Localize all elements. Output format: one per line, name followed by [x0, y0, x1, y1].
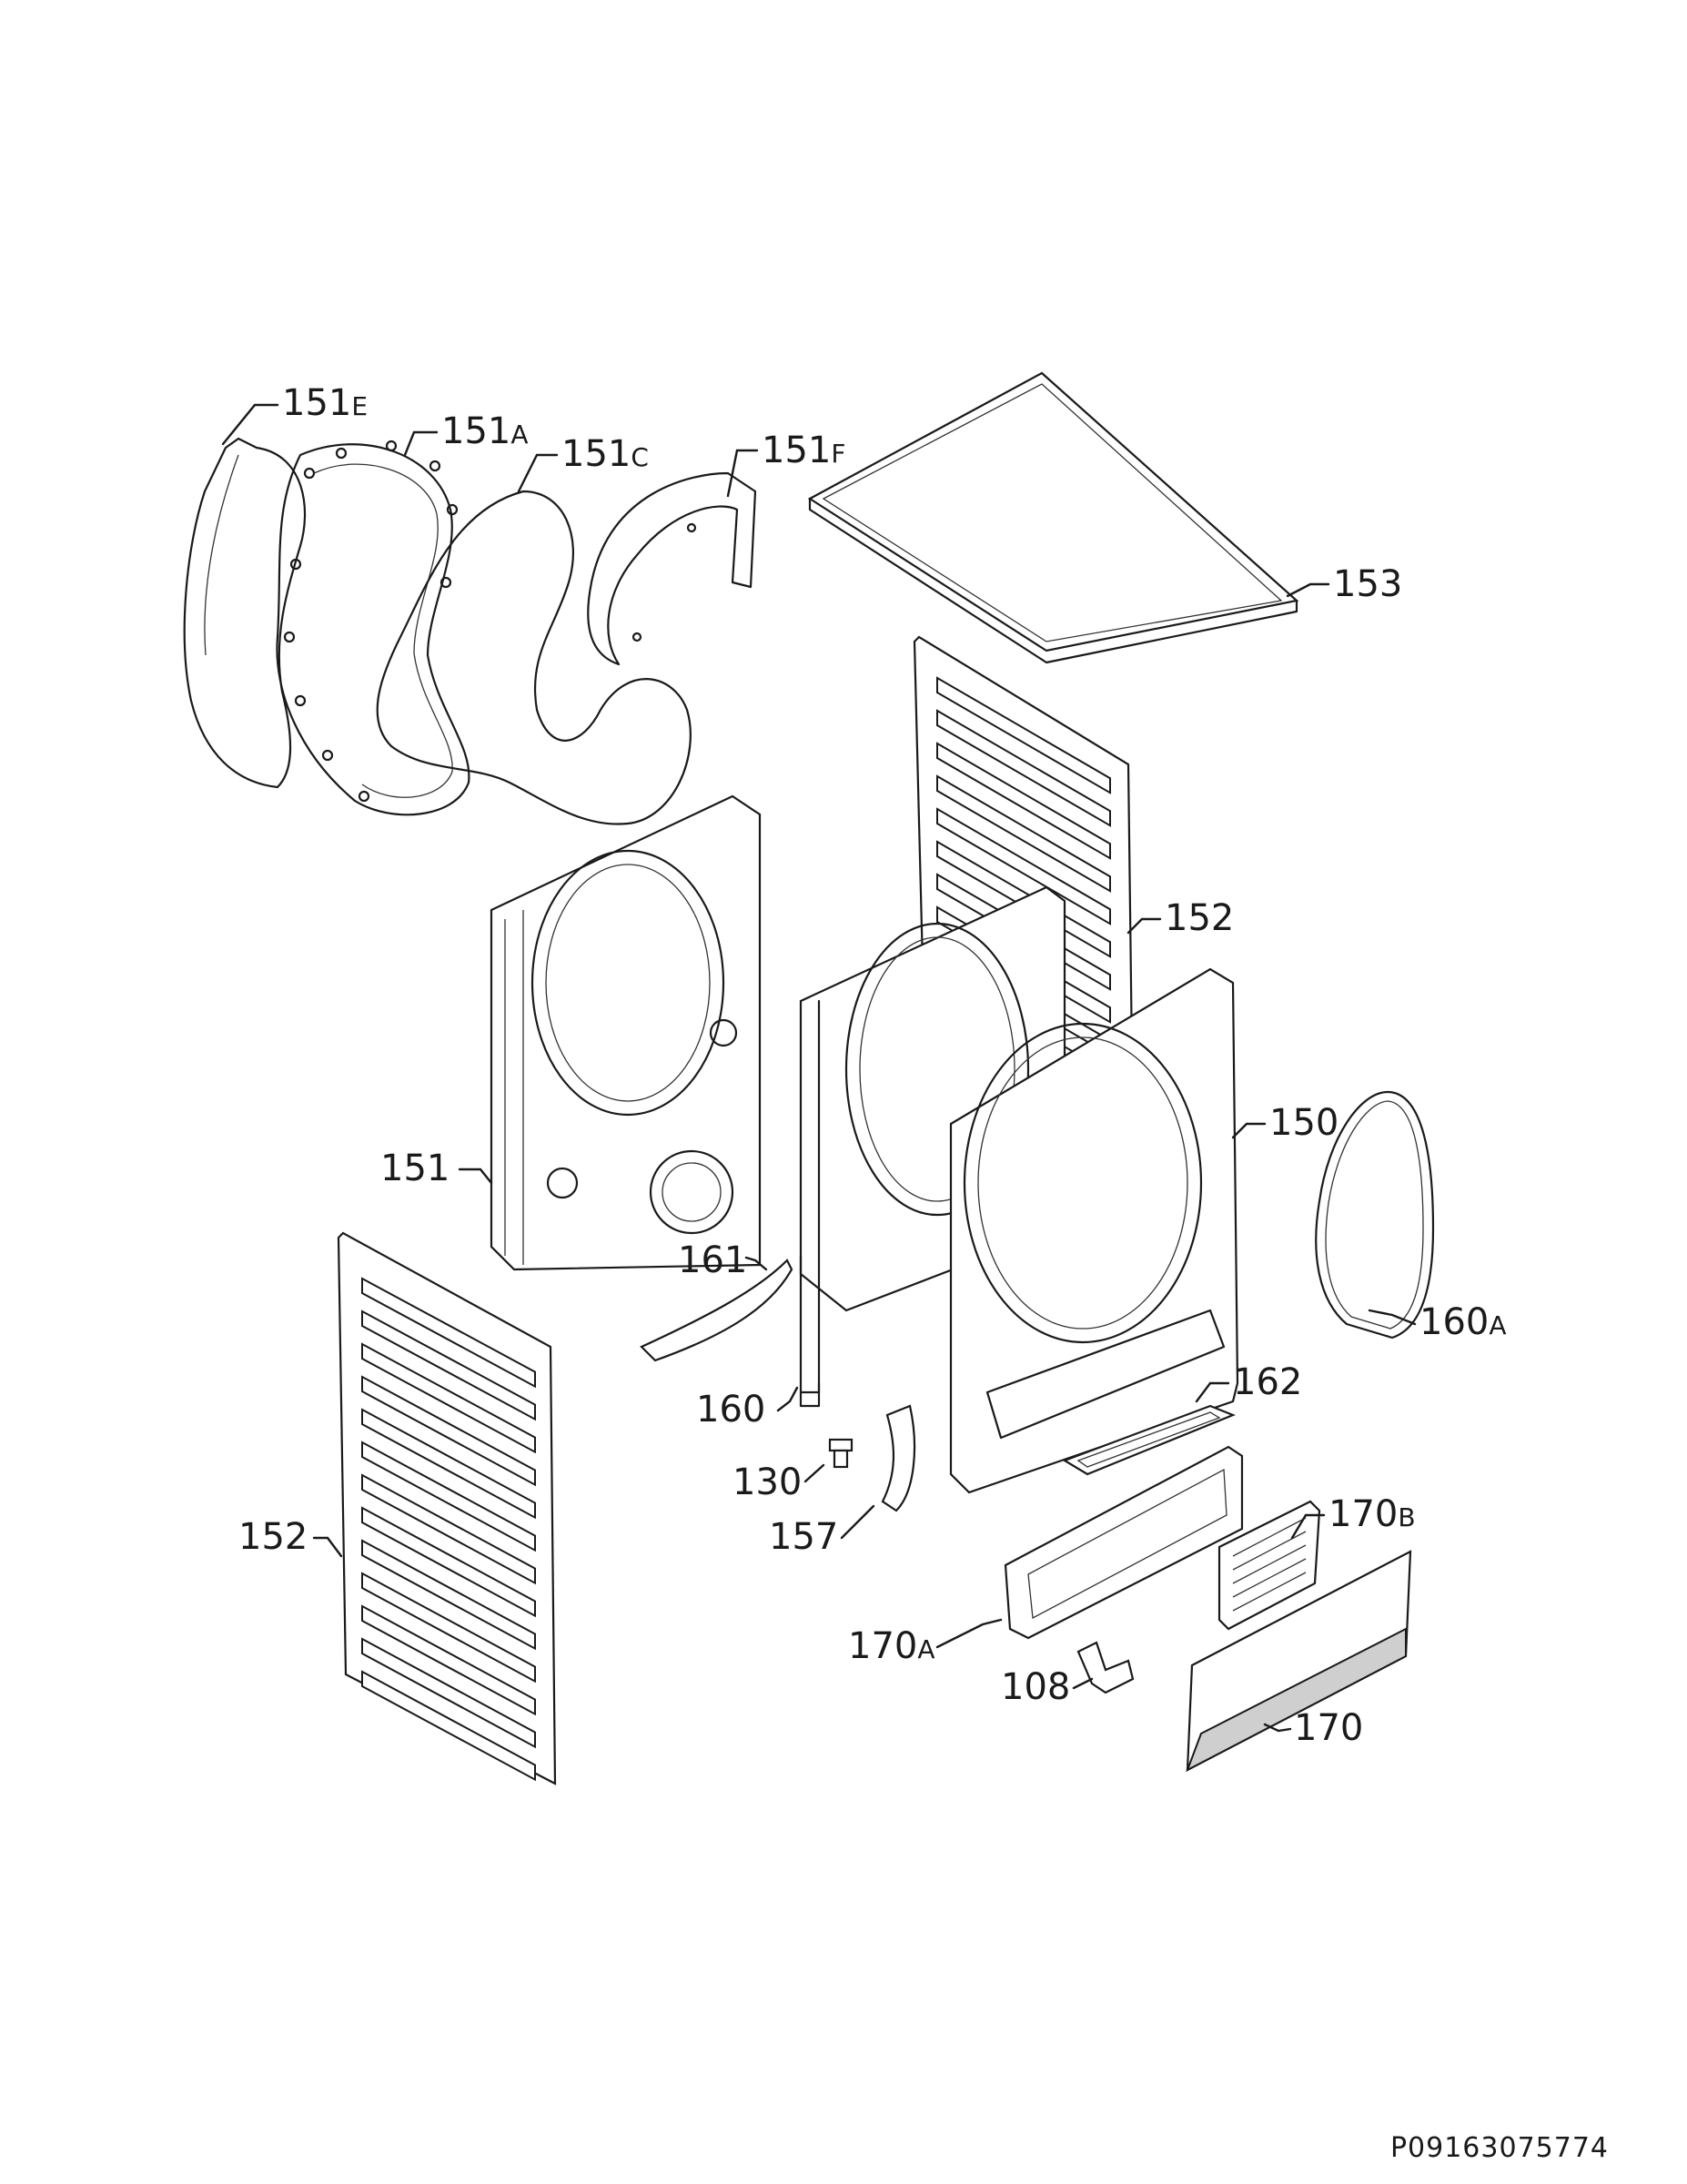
part-108-switch — [1076, 1641, 1135, 1694]
panel-rib — [361, 1637, 536, 1749]
callout-151[interactable]: 151 — [380, 1148, 450, 1189]
panel-rib — [361, 1277, 536, 1389]
part-161-trim — [640, 1259, 793, 1362]
part-152-side-panel-left — [337, 1231, 557, 1785]
panel-rib — [361, 1539, 536, 1651]
panel-rib — [936, 774, 1111, 893]
callout-162[interactable]: 162 — [1233, 1361, 1302, 1403]
panel-rib — [361, 1572, 536, 1684]
document-id: P09163075774 — [1389, 2132, 1609, 2164]
callout-151c[interactable]: 151C — [561, 433, 649, 475]
callout-151f[interactable]: 151F — [762, 430, 845, 471]
callout-150[interactable]: 150 — [1269, 1102, 1338, 1144]
callout-161[interactable]: 161 — [678, 1239, 747, 1281]
panel-rib — [361, 1604, 536, 1716]
part-151-rear-frame — [490, 794, 762, 1271]
panel-rib — [936, 742, 1111, 860]
callout-152-top[interactable]: 152 — [1165, 897, 1234, 939]
part-130-foot — [828, 1438, 854, 1469]
callout-153[interactable]: 153 — [1333, 563, 1402, 605]
panel-rib — [361, 1473, 536, 1585]
part-162-frame — [1062, 1404, 1236, 1476]
panel-rib — [361, 1506, 536, 1618]
part-151c — [376, 490, 692, 825]
callout-160a[interactable]: 160A — [1419, 1301, 1507, 1343]
callout-170[interactable]: 170 — [1294, 1707, 1363, 1749]
part-151f — [587, 471, 757, 666]
panel-rib — [361, 1309, 536, 1421]
panel-rib — [361, 1342, 536, 1454]
callout-108[interactable]: 108 — [1001, 1666, 1070, 1708]
part-151e — [183, 437, 307, 789]
part-160a-gasket — [1315, 1090, 1435, 1340]
callout-170b[interactable]: 170B — [1328, 1493, 1416, 1535]
leader-lines — [221, 403, 1417, 1733]
callout-160[interactable]: 160 — [696, 1389, 765, 1431]
bolt-ring — [283, 440, 459, 803]
part-160-strip — [799, 1381, 821, 1408]
part-153-top-cover — [807, 371, 1299, 664]
callout-151a[interactable]: 151A — [441, 410, 529, 452]
panel-rib — [361, 1670, 536, 1782]
panel-rib — [361, 1441, 536, 1552]
part-151a — [276, 440, 470, 816]
panel-rib — [936, 807, 1111, 925]
panel-rib — [361, 1375, 536, 1487]
callout-152-bottom[interactable]: 152 — [238, 1516, 308, 1558]
callout-170a[interactable]: 170A — [848, 1625, 935, 1667]
callout-130[interactable]: 130 — [732, 1461, 802, 1503]
callout-151e[interactable]: 151E — [282, 382, 368, 424]
part-150-front-panel — [949, 967, 1239, 1494]
callout-157[interactable]: 157 — [769, 1516, 838, 1558]
panel-rib — [361, 1408, 536, 1520]
part-170-bezel — [1186, 1550, 1412, 1773]
callout-labels: 151E 151A 151C 151F 153 152 150 151 161 … — [238, 382, 1507, 1749]
part-157-connector — [881, 1404, 916, 1512]
part-170a-panel-frame — [1004, 1445, 1244, 1640]
panel-rib — [936, 676, 1111, 794]
panel-rib — [936, 709, 1111, 827]
